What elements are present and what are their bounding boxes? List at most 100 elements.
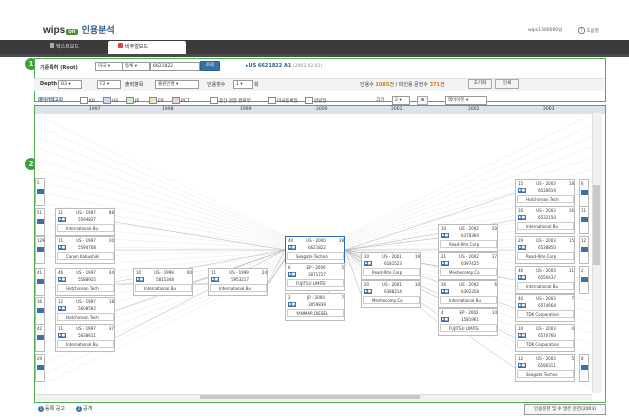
expand-icon[interactable]: ▶■ — [518, 303, 526, 308]
expand-icon[interactable]: ▶■ — [211, 277, 219, 282]
patent-node-partial[interactable]: 5 — [35, 178, 45, 206]
patent-node-partial[interactable]: 11 — [579, 206, 589, 234]
legend-date[interactable]: 한림일 — [305, 97, 326, 104]
patent-node-partial[interactable]: 51 — [35, 208, 45, 236]
type-select[interactable]: 등록 ▾ — [122, 62, 150, 71]
patent-node-partial[interactable]: 12 — [579, 236, 589, 264]
depth-forward-select[interactable]: F2 ▾ — [97, 80, 121, 89]
vertical-scroll-thumb[interactable] — [593, 185, 600, 265]
expand-icon[interactable]: ▶■ — [364, 261, 372, 266]
expand-icon[interactable] — [37, 219, 44, 224]
print-button[interactable]: 인쇄 — [495, 79, 519, 89]
legend-us[interactable]: US — [103, 97, 118, 104]
expand-icon[interactable]: ▶■ — [288, 272, 296, 277]
expand-icon[interactable] — [37, 308, 44, 313]
expand-icon[interactable] — [37, 279, 44, 284]
legend-us-grant[interactable]: 미국등록일 — [268, 97, 298, 104]
output-field-select[interactable]: 출원인명 ▾ — [155, 80, 199, 89]
expand-icon[interactable]: ▶■ — [518, 215, 526, 220]
fit-icon[interactable]: ⊕ — [417, 96, 428, 105]
legend-ep[interactable]: EP — [149, 97, 164, 104]
patent-node-partial[interactable]: 41 — [35, 268, 45, 296]
expand-icon[interactable]: ▶■ — [288, 302, 296, 307]
expand-icon[interactable] — [37, 365, 44, 370]
depth-backward-select[interactable]: B3 ▾ — [58, 80, 82, 89]
citation-count-select[interactable]: 1 ▾ — [233, 80, 253, 89]
expand-icon[interactable]: ▶■ — [518, 245, 526, 250]
expand-icon[interactable]: ▶■ — [58, 245, 66, 250]
expand-icon[interactable]: ▶■ — [518, 333, 526, 338]
expand-icon[interactable]: ▶■ — [136, 277, 144, 282]
expand-icon[interactable] — [581, 365, 588, 370]
patent-link[interactable]: ▸US 6621822 A1 (2003.02.01) — [246, 63, 323, 69]
expand-icon[interactable]: ▶■ — [364, 289, 372, 294]
patent-node-partial[interactable]: 29 — [35, 354, 45, 382]
tab-text-mode[interactable]: 텍스트모드 — [40, 41, 120, 54]
legend-pct[interactable]: PCT — [172, 97, 190, 104]
patent-node-partial[interactable]: 8 — [579, 354, 589, 382]
expand-icon[interactable] — [37, 335, 44, 340]
zoom-select[interactable]: 2 ▾ — [392, 96, 410, 105]
patent-node-partial[interactable]: 42 — [35, 324, 45, 352]
horizontal-scroll-thumb[interactable] — [200, 395, 420, 399]
patent-node-partial[interactable]: 6 — [579, 179, 589, 207]
user-name[interactable]: wips1300000님 — [528, 28, 563, 33]
tab-visual-mode[interactable]: 비주얼모드 — [108, 41, 186, 54]
expand-icon[interactable]: ▶■ — [58, 217, 66, 222]
expand-icon[interactable]: ▶■ — [288, 245, 296, 250]
patent-number-input[interactable]: 6621822 — [150, 62, 200, 71]
expand-icon[interactable]: ▶■ — [441, 289, 449, 294]
expand-icon[interactable] — [37, 189, 44, 194]
country-select[interactable]: 미국 ▾ — [95, 62, 123, 71]
help-link[interactable]: ? 도움말 — [578, 27, 599, 34]
legend-verified[interactable]: 중간 검증 완료부 — [210, 97, 251, 104]
expand-icon[interactable]: ▶■ — [441, 233, 449, 238]
expand-icon[interactable]: ▶■ — [441, 261, 449, 266]
patent-node-partial[interactable]: 36 — [35, 297, 45, 325]
patent-node-partial[interactable]: 2 — [579, 266, 589, 294]
patent-node-partial[interactable]: 129 — [35, 236, 45, 264]
expand-icon[interactable] — [581, 247, 588, 252]
expand-icon[interactable]: ▶■ — [58, 306, 66, 311]
expand-icon[interactable] — [581, 277, 588, 282]
footer-action-button[interactable]: 인용문헌 및 수 많은 문헌(2003) — [524, 404, 606, 415]
expand-icon[interactable]: ▶■ — [518, 275, 526, 280]
expand-icon[interactable]: ▶■ — [58, 277, 66, 282]
legend-kr[interactable]: KR — [80, 97, 95, 104]
layout-select[interactable]: 레이아웃 ▾ — [445, 96, 487, 105]
expand-icon[interactable] — [581, 190, 588, 195]
search-button[interactable]: 조회 — [200, 61, 220, 71]
expand-icon[interactable]: ▶■ — [518, 363, 526, 368]
legend-jp[interactable]: JP — [126, 97, 139, 104]
expand-icon[interactable] — [581, 217, 588, 222]
expand-icon[interactable]: ▶■ — [441, 317, 449, 322]
reset-button[interactable]: 초기화 — [468, 79, 492, 89]
expand-icon[interactable] — [37, 247, 44, 252]
expand-icon[interactable]: ▶■ — [58, 333, 66, 338]
